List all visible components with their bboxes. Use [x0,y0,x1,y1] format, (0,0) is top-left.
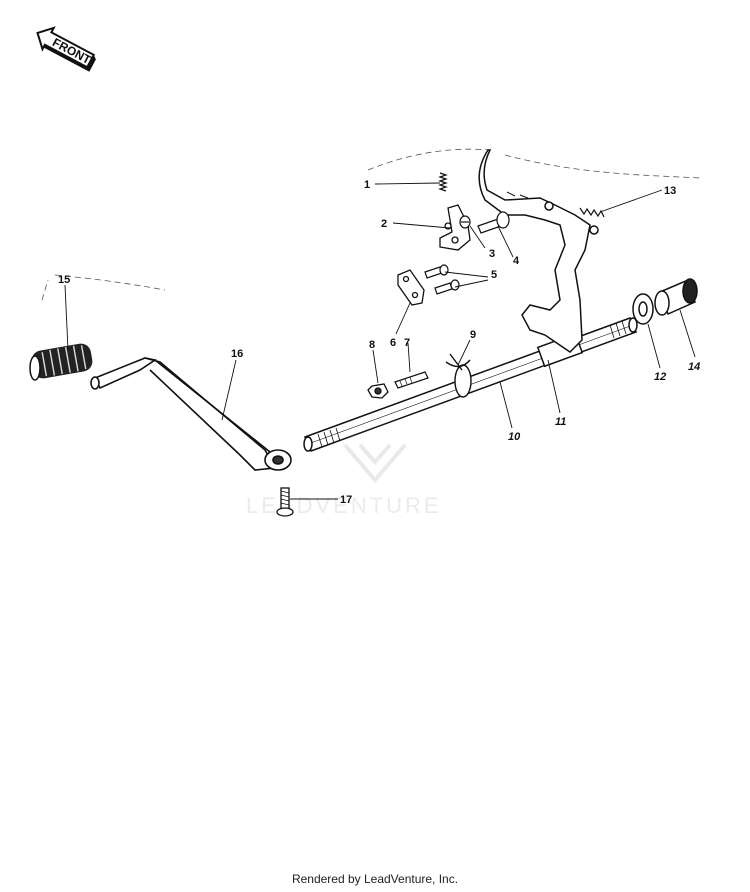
small-spring [438,172,448,192]
stopper-screw [459,215,471,229]
callout-8: 8 [369,339,375,351]
callout-4: 4 [513,255,520,267]
callout-11: 11 [555,416,566,428]
stud-bolt [394,371,429,389]
callout-1: 1 [364,179,370,191]
callout-12: 12 [654,371,666,383]
stopper-plate-2 [397,269,425,306]
shaft-bushing [654,278,698,316]
shaft-washer [632,293,654,325]
leader-lines [64,182,696,500]
callout-13: 13 [664,185,676,197]
plate-screws [424,264,460,295]
callout-5a: 5 [491,269,497,281]
phantom-outlines [41,148,701,301]
callout-15: 15 [58,274,70,286]
footer-credit: Rendered by LeadVenture, Inc. [291,872,459,886]
circlip-spring [445,353,472,398]
callout-2: 2 [381,218,387,230]
callout-7: 7 [404,337,410,349]
pedal-rubber [29,343,93,381]
callout-6: 6 [390,337,396,349]
callout-numbers: 1 2 3 4 5 5 6 7 8 9 10 11 12 13 14 15 16… [58,179,700,506]
callout-9: 9 [470,329,476,341]
callout-16: 16 [231,348,243,360]
pedal-bolt [276,487,294,517]
callout-3: 3 [489,248,495,260]
front-arrow-icon: FRONT [36,26,96,72]
callout-14: 14 [688,361,700,373]
arm-return-spring [579,207,605,218]
hex-nut [367,383,389,399]
callout-10: 10 [508,431,521,443]
shift-arm-claw [478,149,599,353]
callout-17: 17 [340,494,352,506]
stopper-bolt [477,211,510,234]
shift-pedal-arm [90,357,292,471]
